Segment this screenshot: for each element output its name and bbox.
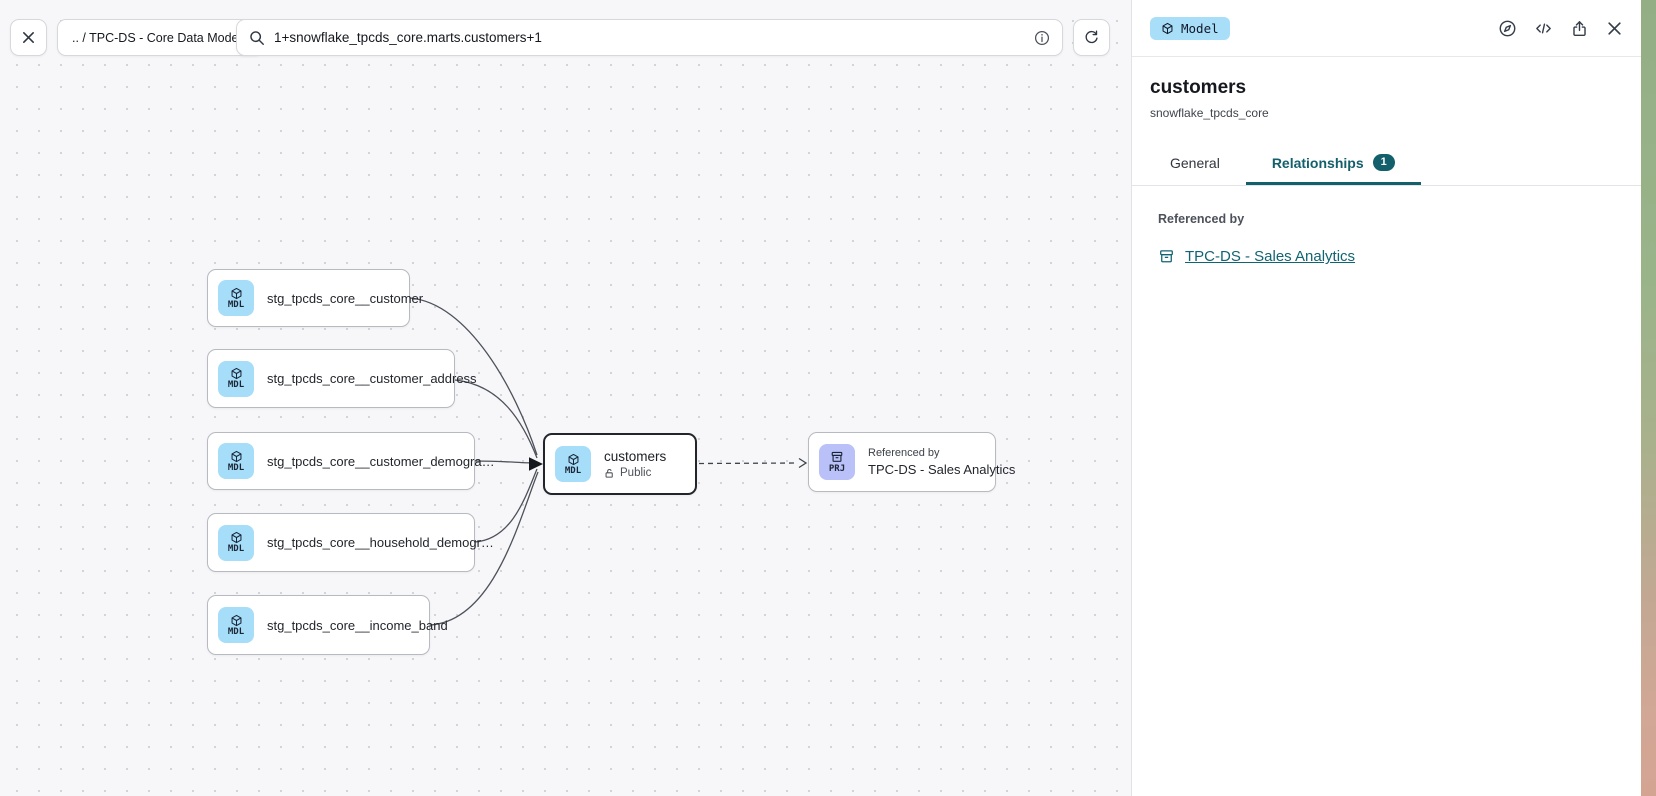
model-chip: MDL [218,443,254,479]
node-label: TPC-DS - Sales Analytics [868,462,1016,477]
code-icon [1536,23,1551,33]
chip-label: MDL [227,626,245,637]
node-label: stg_tpcds_core__income_band [267,617,448,633]
chip-label: MDL [227,380,245,390]
cube-icon [231,287,241,299]
node-stg-tpcds-core-customer-demographics[interactable]: MDL stg_tpcds_core__customer_demogra… [207,432,495,490]
close-canvas-button[interactable] [10,19,47,56]
details-panel: Model customers snowflake_tpcds_core [1131,0,1641,796]
refresh-button[interactable] [1073,19,1110,56]
node-stg-tpcds-core-income-band[interactable]: MDL stg_tpcds_core__income_band [207,595,448,655]
close-icon [23,32,34,43]
model-chip: MDL [218,280,254,316]
search-input[interactable] [274,30,1025,45]
cube-icon [231,531,241,544]
close-panel-button[interactable] [1606,20,1623,37]
node-tpcds-sales-analytics[interactable]: PRJ Referenced by TPC-DS - Sales Analyti… [808,432,1015,492]
share-button[interactable] [1570,19,1589,38]
model-chip: MDL [555,446,591,482]
explore-lineage-button[interactable] [1498,19,1517,38]
node-label: stg_tpcds_core__customer_address [267,371,477,386]
tab-general[interactable]: General [1144,144,1246,185]
edge-layer [409,297,808,626]
chip-label: PRJ [828,464,846,474]
resource-type-label: Model [1181,20,1219,36]
node-kicker: Referenced by [868,447,940,459]
cube-icon [231,614,241,626]
cube-icon [231,450,241,462]
referenced-project-link[interactable]: TPC-DS - Sales Analytics [1185,248,1356,266]
node-customers[interactable]: MDL customers Public [543,433,697,495]
referenced-by-label: Referenced by [1158,212,1245,227]
node-stg-tpcds-core-customer[interactable]: MDL stg_tpcds_core__customer [207,269,423,327]
archive-icon [831,451,843,462]
close-icon [1608,21,1621,35]
cube-icon [231,367,241,380]
model-chip: MDL [218,360,254,397]
tab-relationships[interactable]: Relationships 1 [1245,144,1421,186]
chip-label: MDL [564,465,582,476]
node-label: stg_tpcds_core__customer [267,290,424,306]
model-chip: MDL [218,524,254,561]
desktop-wallpaper-sliver [1641,0,1656,796]
page-title: customers [1150,77,1247,98]
lineage-search-bar[interactable] [236,19,1063,56]
refresh-icon [1085,30,1098,44]
chip-label: MDL [227,544,245,554]
cube-icon [568,453,578,465]
relationships-content: Referenced by TPC-DS - Sales Analytics [1132,186,1641,265]
node-label: stg_tpcds_core__household_demogr… [267,535,494,550]
referenced-by-row: TPC-DS - Sales Analytics [1158,248,1615,265]
chip-label: MDL [227,299,245,310]
cube-icon [1162,22,1173,34]
search-icon [250,30,264,45]
project-subtitle: snowflake_tpcds_core [1150,106,1269,120]
relationships-count-badge: 1 [1372,154,1395,172]
share-icon [1573,20,1586,36]
view-code-button[interactable] [1534,19,1553,38]
breadcrumb[interactable]: .. / TPC-DS - Core Data Models [57,19,263,56]
lineage-canvas[interactable]: MDL stg_tpcds_core__customer MDL stg_tpc… [0,0,1131,796]
panel-tabs: General Relationships 1 [1132,144,1641,187]
info-icon[interactable] [1034,30,1050,46]
compass-icon [1499,20,1516,36]
lock-open-icon [605,468,613,478]
access-label: Public [620,467,652,479]
node-label: stg_tpcds_core__customer_demogra… [267,453,495,469]
node-label: customers [604,449,667,464]
archive-icon [1160,250,1173,263]
resource-type-badge: Model [1150,16,1230,40]
project-chip: PRJ [819,444,855,480]
tab-label: Relationships [1271,154,1364,171]
chip-label: MDL [227,462,245,473]
model-chip: MDL [218,607,254,643]
panel-header: Model [1132,0,1641,57]
tab-label: General [1170,154,1220,171]
node-stg-tpcds-core-household-demographics[interactable]: MDL stg_tpcds_core__household_demogr… [207,513,494,572]
node-stg-tpcds-core-customer-address[interactable]: MDL stg_tpcds_core__customer_address [207,349,477,408]
breadcrumb-label: .. / TPC-DS - Core Data Models [72,30,248,45]
title-block: customers snowflake_tpcds_core [1132,57,1641,120]
